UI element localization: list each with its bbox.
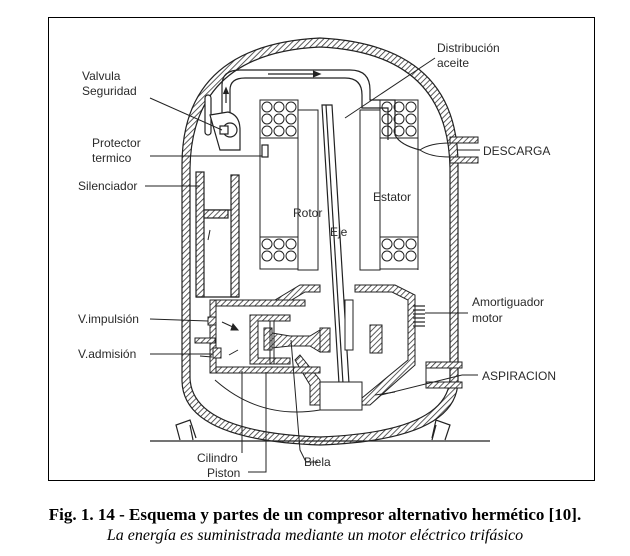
label-distribucion-aceite-2: aceite bbox=[437, 56, 469, 70]
label-silenciador: Silenciador bbox=[78, 179, 137, 193]
label-valvula-seguridad-1: Valvula bbox=[82, 69, 121, 83]
figure-subtitle: La energía es suministrada mediante un m… bbox=[106, 527, 524, 544]
leader-distribucion-aceite bbox=[344, 57, 436, 119]
label-biela: Biela bbox=[304, 455, 331, 469]
leader-valvula-seguridad bbox=[149, 97, 223, 131]
leader-piston bbox=[248, 372, 267, 473]
stator-windings bbox=[259, 99, 419, 271]
valves bbox=[207, 316, 222, 359]
label-aspiracion: ASPIRACION bbox=[482, 369, 556, 383]
label-descarga: DESCARGA bbox=[483, 144, 550, 158]
label-piston: Piston bbox=[207, 466, 240, 480]
label-valvula-seguridad-2: Seguridad bbox=[82, 84, 137, 98]
label-v-impulsion: V.impulsión bbox=[78, 312, 139, 326]
motor-damper bbox=[413, 305, 425, 327]
compressor-diagram: Valvula Seguridad Protector termico Sile… bbox=[78, 37, 556, 480]
cylinder-block bbox=[194, 299, 383, 374]
labels: Valvula Seguridad Protector termico Sile… bbox=[78, 41, 556, 480]
label-amortiguador-2: motor bbox=[472, 311, 503, 325]
leader-v-impulsion bbox=[149, 318, 209, 322]
mounting-feet bbox=[150, 419, 490, 442]
figure-frame bbox=[48, 17, 595, 481]
discharge-pipe bbox=[419, 136, 479, 164]
label-rotor: Rotor bbox=[293, 206, 322, 220]
leader-lines bbox=[145, 57, 480, 473]
figure-title: Fig. 1. 14 - Esquema y partes de un comp… bbox=[48, 505, 582, 524]
label-protector-termico-1: Protector bbox=[92, 136, 141, 150]
flow-arrows bbox=[199, 229, 396, 396]
safety-valve bbox=[204, 94, 269, 158]
leader-biela bbox=[290, 339, 318, 463]
label-protector-termico-2: termico bbox=[92, 151, 132, 165]
discharge-tube bbox=[221, 69, 421, 151]
label-amortiguador-1: Amortiguador bbox=[472, 295, 544, 309]
label-cilindro: Cilindro bbox=[197, 451, 238, 465]
label-distribucion-aceite-1: Distribución bbox=[437, 41, 500, 55]
muffler bbox=[195, 171, 240, 298]
label-estator: Estator bbox=[373, 190, 411, 204]
label-eje: Eje bbox=[330, 225, 348, 239]
label-v-admision: V.admisión bbox=[78, 347, 136, 361]
